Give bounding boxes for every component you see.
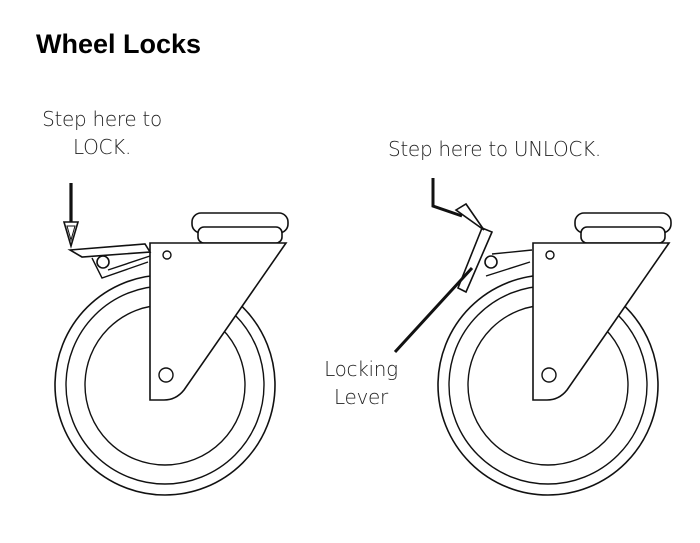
arrow-down-right-icon — [431, 178, 485, 231]
locking-lever-engaged — [67, 243, 152, 279]
fork-bracket-locked — [149, 242, 288, 401]
lever-spring — [107, 255, 151, 271]
lever-link — [91, 257, 149, 279]
lock-arrow-head-inner — [66, 225, 76, 242]
axle-bolt — [541, 367, 557, 383]
locking-lever-leader-line — [393, 266, 474, 354]
fork-top-bolt — [162, 250, 172, 260]
swivel-plate-unlocked — [574, 212, 672, 244]
axle-bolt — [158, 367, 174, 383]
swivel-plate-bottom — [580, 226, 666, 244]
lever-spring — [485, 261, 531, 277]
lever-link — [491, 249, 533, 255]
locking-lever-line1: Locking — [324, 357, 398, 381]
unlock-arrow-shaft — [431, 178, 463, 218]
lock-pedal-down — [67, 243, 152, 258]
unlock-arrow-head — [454, 202, 485, 231]
locking-lever-label: Locking Lever — [318, 355, 404, 411]
locking-lever-line2: Lever — [334, 385, 388, 409]
caster-locked — [54, 183, 289, 496]
swivel-plate-bottom — [197, 226, 283, 244]
lever-pivot — [96, 255, 110, 269]
caster-unlocked — [393, 178, 672, 496]
fork-top-bolt — [545, 250, 555, 260]
unlock-instruction-label: Step here to UNLOCK. — [388, 137, 601, 161]
fork-bracket-unlocked — [532, 242, 671, 401]
page-title: Wheel Locks — [36, 29, 202, 59]
lever-pivot — [484, 255, 498, 269]
swivel-plate-locked — [191, 212, 289, 244]
lock-instruction-label: Step here to LOCK. — [34, 105, 170, 161]
arrow-down-icon — [62, 183, 80, 249]
lock-instruction-line1: Step here to — [42, 107, 162, 131]
lock-instruction-line2: LOCK. — [72, 135, 132, 159]
